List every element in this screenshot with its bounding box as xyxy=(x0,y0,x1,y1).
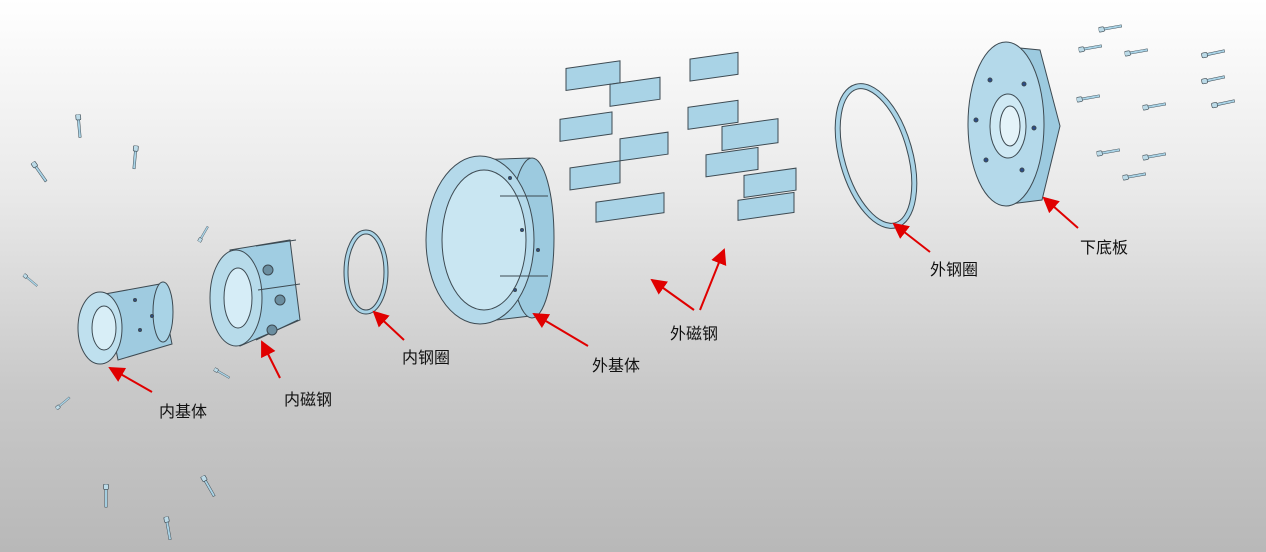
inner-ring-part xyxy=(343,229,389,315)
outer-magnet-part xyxy=(559,51,797,223)
inner-magnet-part xyxy=(209,239,301,347)
label-outer-ring: 外钢圈 xyxy=(930,260,979,279)
screws-right xyxy=(1076,23,1236,181)
bottom-plate-part xyxy=(967,41,1061,207)
outer-ring-part xyxy=(834,83,918,229)
label-inner-ring: 内钢圈 xyxy=(402,348,451,367)
label-outer-base: 外基体 xyxy=(592,356,641,375)
label-bottom-plate: 下底板 xyxy=(1080,238,1129,257)
label-inner-magnet: 内磁钢 xyxy=(284,390,333,409)
inner-base-part xyxy=(77,281,174,365)
label-outer-magnet: 外磁钢 xyxy=(670,324,719,343)
label-inner-base: 内基体 xyxy=(159,402,208,421)
leader-arrows xyxy=(108,196,1079,393)
outer-base-part xyxy=(425,155,555,325)
